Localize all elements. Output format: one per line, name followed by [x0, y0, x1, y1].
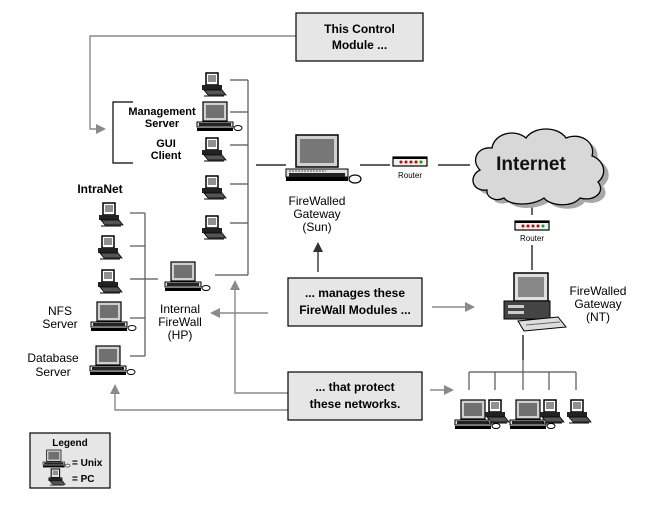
nfs-server-line-1: NFS: [48, 304, 72, 318]
unix-workstation-icon: [90, 301, 137, 332]
pc-icon: [201, 215, 227, 240]
gateway-nt-line-2: Gateway: [574, 297, 621, 311]
gui-client-line-2: Client: [151, 150, 182, 162]
internal-firewall-hp: Internal FireWall (HP): [158, 261, 211, 342]
intranet-title: IntraNet: [77, 182, 122, 196]
database-server-line-2: Server: [35, 365, 70, 379]
pc-icon: [484, 399, 510, 424]
management-server-line-2: Server: [145, 118, 180, 130]
gui-client-line-1: GUI: [156, 138, 176, 150]
callout-manages: ... manages these FireWall Modules ...: [287, 277, 423, 327]
unix-workstation-icon: [196, 101, 243, 132]
workstation-icon: [285, 134, 362, 184]
gateway-sun-line-3: (Sun): [302, 220, 331, 234]
callout-control-module: This Control Module ...: [295, 12, 424, 62]
intranet-nodes: [89, 202, 137, 376]
control-to-management-arrow: [89, 35, 298, 134]
nt-subnet-lines: [468, 360, 577, 390]
intranet-lines: [130, 212, 158, 357]
callout-protect-line-2: these networks.: [310, 397, 401, 411]
legend: Legend = Unix = PC: [29, 432, 111, 489]
callout-arrows: [110, 242, 475, 411]
callout-control-line-1: This Control: [324, 22, 395, 36]
firewall-hp-line-3: (HP): [168, 328, 193, 342]
router-top-label: Router: [398, 171, 422, 180]
pc-icon: [201, 72, 227, 97]
management-server-line-1: Management: [128, 106, 196, 118]
router-right: Router: [514, 220, 550, 243]
pc-icon: [97, 235, 123, 260]
legend-unix-label: = Unix: [72, 458, 103, 469]
pc-icon: [201, 175, 227, 200]
pc-icon: [539, 399, 565, 424]
callout-manages-line-2: FireWall Modules ...: [299, 303, 411, 317]
callout-control-line-2: Module ...: [332, 38, 387, 52]
pc-icon: [201, 137, 227, 162]
pc-icon: [98, 202, 124, 227]
management-network-lines: [215, 79, 286, 276]
unix-workstation-icon: [164, 261, 211, 292]
callout-manages-line-1: ... manages these: [305, 286, 405, 300]
gateway-nt-line-1: FireWalled: [570, 284, 627, 298]
unix-workstation-icon: [89, 345, 136, 376]
nt-workstation-icon: [503, 272, 567, 332]
pc-icon: [97, 269, 123, 294]
internet-label: Internet: [496, 154, 566, 175]
management-nodes: [196, 72, 243, 240]
legend-title: Legend: [52, 438, 88, 449]
gateway-nt-line-3: (NT): [586, 310, 610, 324]
nfs-server-line-2: Server: [42, 317, 77, 331]
management-bracket: [112, 101, 133, 164]
router-icon: [392, 156, 428, 167]
firewall-hp-line-2: FireWall: [158, 315, 202, 329]
router-right-label: Router: [520, 234, 544, 243]
router-icon: [514, 220, 550, 231]
gateway-sun-line-2: Gateway: [293, 207, 340, 221]
gateway-sun: FireWalled Gateway (Sun): [285, 134, 362, 234]
database-server-line-1: Database: [27, 351, 79, 365]
gateway-sun-line-1: FireWalled: [289, 194, 346, 208]
nt-subnet-nodes: [454, 399, 592, 430]
firewall-hp-line-1: Internal: [160, 302, 200, 316]
internet-cloud: Internet: [472, 128, 609, 209]
callout-protect: ... that protect these networks.: [287, 371, 423, 421]
router-top: Router: [392, 156, 428, 180]
pc-icon: [566, 399, 592, 424]
legend-pc-label: = PC: [72, 474, 95, 485]
gateway-nt: FireWalled Gateway (NT): [503, 272, 627, 332]
callout-protect-line-1: ... that protect: [315, 380, 394, 394]
